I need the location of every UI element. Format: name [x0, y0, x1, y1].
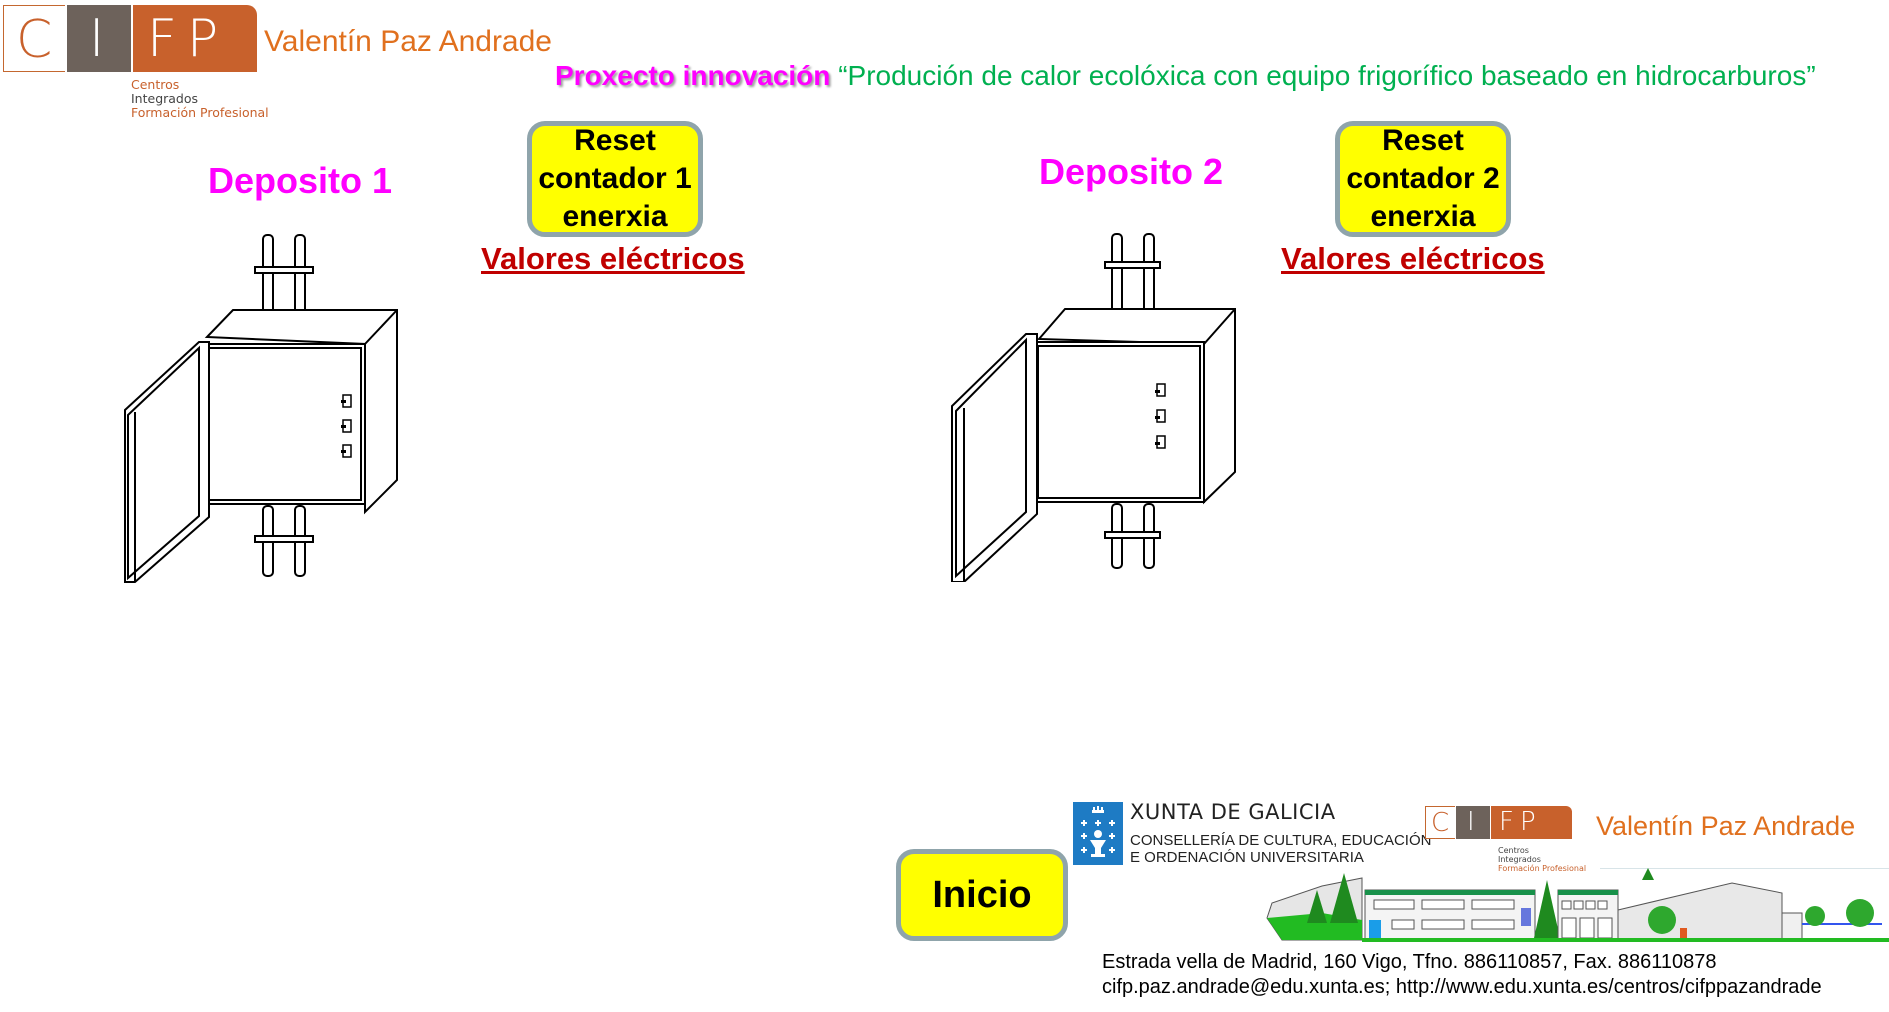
reset-counter-1-label: Reset contador 1 enerxia	[538, 122, 691, 236]
cifp-logo: C I FP	[3, 5, 258, 75]
electrical-values-link-1[interactable]: Valores eléctricos	[481, 241, 745, 276]
cifp-subtitle-line: Formación Profesional	[131, 105, 269, 120]
cifp-subtitle: Centros Integrados Formación Profesional	[131, 78, 269, 120]
deposit-2-title: Deposito 2	[1039, 151, 1224, 192]
xunta-title: XUNTA DE GALICIA	[1130, 800, 1336, 824]
cifp-letter-c: C	[16, 10, 55, 70]
electrical-values-link-2[interactable]: Valores eléctricos	[1281, 241, 1545, 276]
cifp-logo-c: C	[3, 5, 65, 72]
project-title: Proxecto innovación “Produción de calor …	[555, 60, 1816, 92]
cifp-logo-c: C	[1425, 806, 1455, 839]
cifp-letter-i: I	[1467, 807, 1477, 837]
tree	[1330, 873, 1358, 923]
deposit-1-title: Deposito 1	[208, 160, 393, 201]
electrical-cabinet-icon	[951, 233, 1236, 582]
xunta-department: CONSELLERÍA DE CULTURA, EDUCACIÓN E ORDE…	[1130, 832, 1431, 866]
tree	[1307, 890, 1327, 923]
reset-counter-2-button[interactable]: Reset contador 2 enerxia	[1335, 121, 1511, 237]
school-name-footer: Valentín Paz Andrade	[1596, 811, 1856, 841]
reset-counter-1-button[interactable]: Reset contador 1 enerxia	[527, 121, 703, 237]
pipe-clamp	[254, 535, 314, 543]
tree	[1534, 880, 1560, 938]
button-line: contador 1	[538, 162, 692, 195]
electrical-cabinet-icon	[124, 234, 398, 583]
contact-line: cifp.paz.andrade@edu.xunta.es; http://ww…	[1102, 976, 1822, 998]
button-line: Reset	[1382, 124, 1464, 157]
pipe-clamp	[254, 266, 314, 274]
button-line: Reset	[574, 124, 656, 157]
xunta-crest-icon	[1073, 802, 1123, 865]
cifp-letter-c: C	[1431, 808, 1452, 838]
cifp-subtitle-line: Centros	[1498, 846, 1529, 855]
pipe-clamp	[1104, 261, 1161, 269]
tree	[1805, 906, 1825, 926]
xunta-department-line: CONSELLERÍA DE CULTURA, EDUCACIÓN	[1130, 832, 1432, 849]
cifp-subtitle-line: Centros	[131, 77, 180, 92]
project-description: “Produción de calor ecolóxica con equipo…	[838, 60, 1816, 91]
tree	[1642, 868, 1654, 880]
cifp-subtitle-line: Integrados	[1498, 855, 1541, 864]
cifp-letter-i: I	[89, 9, 107, 69]
xunta-department-line: E ORDENACIÓN UNIVERSITARIA	[1130, 849, 1364, 866]
school-name: Valentín Paz Andrade	[264, 25, 552, 58]
reset-counter-2-label: Reset contador 2 enerxia	[1346, 122, 1499, 236]
cifp-logo-i: I	[67, 5, 131, 72]
button-line: enerxia	[562, 200, 668, 233]
cifp-subtitle-line: Integrados	[131, 91, 199, 106]
tree	[1846, 899, 1874, 927]
cifp-logo-small: C I FP	[1425, 806, 1573, 841]
divider	[1600, 868, 1889, 869]
button-line: contador 2	[1346, 162, 1500, 195]
pipe-clamp	[1104, 531, 1161, 539]
tree	[1648, 906, 1676, 934]
address-line: Estrada vella de Madrid, 160 Vigo, Tfno.…	[1102, 951, 1717, 973]
cifp-subtitle-small: Centros Integrados Formación Profesional	[1498, 846, 1586, 873]
cifp-logo-i: I	[1456, 806, 1490, 839]
home-button[interactable]: Inicio	[896, 849, 1068, 941]
school-building-illustration	[1266, 868, 1889, 942]
cifp-logo-fp: FP	[1491, 806, 1572, 839]
project-label: Proxecto innovación	[555, 60, 831, 91]
button-line: enerxia	[1370, 200, 1476, 233]
cifp-letter-fp: FP	[1499, 807, 1542, 837]
cifp-logo-fp: FP	[133, 5, 257, 72]
address-block: Estrada vella de Madrid, 160 Vigo, Tfno.…	[1102, 950, 1822, 1000]
cifp-subtitle-line: Formación Profesional	[1498, 864, 1587, 873]
cifp-letter-fp: FP	[147, 9, 229, 69]
